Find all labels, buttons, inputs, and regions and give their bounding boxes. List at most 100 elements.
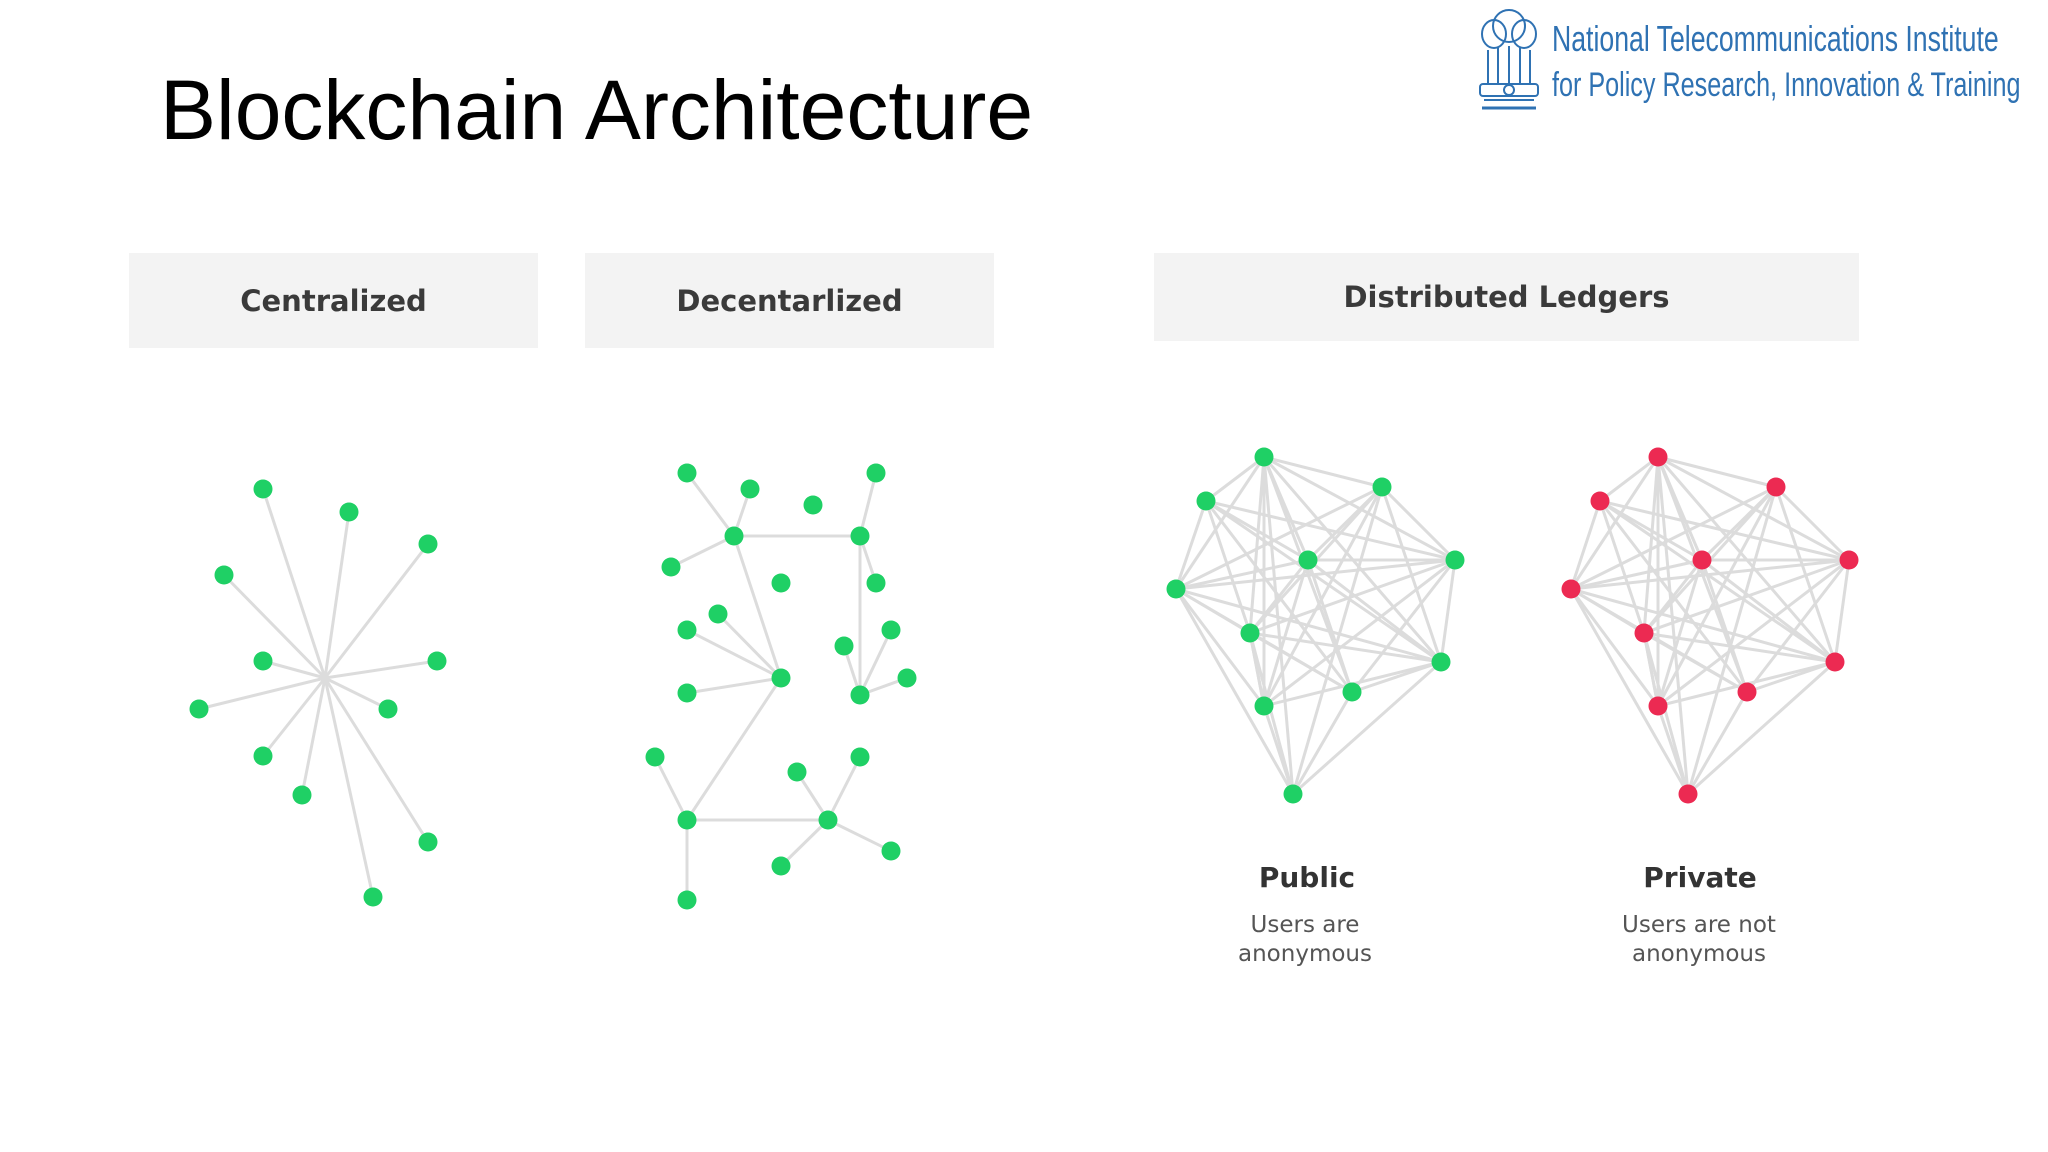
mesh-edge bbox=[1175, 558, 1309, 591]
private-subtitle-line2: anonymous bbox=[1632, 941, 1766, 967]
network-node bbox=[363, 887, 383, 907]
spoke-edge bbox=[323, 543, 430, 679]
network-node bbox=[214, 565, 234, 585]
mesh-edge bbox=[1249, 558, 1456, 635]
network-node bbox=[834, 636, 854, 656]
decentralized-label: Decentarlized bbox=[585, 253, 994, 348]
network-node bbox=[866, 463, 886, 483]
ledger-node bbox=[1254, 696, 1274, 716]
ledger-node bbox=[1240, 623, 1260, 643]
network-node bbox=[661, 557, 681, 577]
mesh-edge bbox=[1291, 486, 1384, 795]
mesh-edge bbox=[1599, 455, 1659, 503]
network-node bbox=[339, 502, 359, 522]
mesh-edge bbox=[1380, 485, 1457, 562]
spoke-edge bbox=[323, 511, 351, 679]
distributed-ledgers-label: Distributed Ledgers bbox=[1154, 253, 1859, 341]
network-edge bbox=[826, 756, 862, 821]
hub-node bbox=[818, 810, 838, 830]
mesh-edge bbox=[1570, 587, 1836, 664]
emblem-icon bbox=[1479, 9, 1539, 110]
mesh-edge bbox=[1263, 455, 1383, 489]
spoke-edge bbox=[222, 573, 327, 680]
mesh-edge bbox=[1656, 456, 1690, 795]
mesh-edge bbox=[1262, 456, 1295, 795]
mesh-edge bbox=[1174, 588, 1295, 795]
mesh-edge bbox=[1570, 558, 1703, 591]
mesh-edge bbox=[1569, 500, 1602, 590]
mesh-edge bbox=[1656, 486, 1778, 707]
network-node bbox=[677, 620, 697, 640]
mesh-edge bbox=[1249, 631, 1442, 664]
spoke-edge bbox=[324, 676, 389, 711]
mesh-edge bbox=[1248, 559, 1310, 634]
ledger-node bbox=[1166, 579, 1186, 599]
network-edge bbox=[795, 771, 830, 821]
network-node bbox=[253, 651, 273, 671]
mesh-edge bbox=[1174, 456, 1266, 590]
spoke-edge bbox=[300, 677, 327, 796]
ledger-node bbox=[1648, 696, 1668, 716]
mesh-edge bbox=[1599, 499, 1850, 562]
ledger-node bbox=[1196, 491, 1216, 511]
mesh-edge bbox=[1307, 558, 1442, 664]
mesh-edge bbox=[1175, 587, 1442, 664]
network-edge bbox=[653, 756, 689, 821]
mesh-edge bbox=[1686, 691, 1749, 795]
mesh-edge bbox=[1292, 660, 1442, 796]
spoke-edge bbox=[261, 488, 327, 679]
mesh-edge bbox=[1205, 499, 1442, 664]
hub-node bbox=[850, 526, 870, 546]
mesh-edge bbox=[1306, 559, 1354, 693]
ledger-node bbox=[1590, 491, 1610, 511]
network-node bbox=[418, 534, 438, 554]
mesh-edge bbox=[1291, 691, 1354, 795]
network-node bbox=[253, 479, 273, 499]
mesh-edge bbox=[1745, 559, 1851, 693]
mesh-edge bbox=[1569, 456, 1660, 590]
logo-name-line2: for Policy Research, Innovation & Traini… bbox=[1552, 66, 2021, 104]
hub-node bbox=[677, 810, 697, 830]
mesh-edge bbox=[1175, 485, 1383, 591]
network-node bbox=[803, 495, 823, 515]
network-edge bbox=[686, 628, 782, 680]
mesh-edge bbox=[1174, 588, 1266, 707]
mesh-edge bbox=[1774, 485, 1851, 562]
mesh-edge bbox=[1686, 660, 1837, 796]
mesh-edge bbox=[1700, 559, 1749, 693]
public-ledger-network bbox=[1166, 447, 1465, 804]
network-node bbox=[427, 651, 447, 671]
mesh-edge bbox=[1439, 559, 1457, 663]
ledger-node bbox=[1825, 652, 1845, 672]
network-edge bbox=[858, 629, 893, 696]
network-node bbox=[677, 890, 697, 910]
network-node bbox=[771, 856, 791, 876]
network-edge bbox=[732, 535, 783, 679]
mesh-edge bbox=[1205, 499, 1456, 562]
ledger-node bbox=[1737, 682, 1757, 702]
mesh-edge bbox=[1205, 455, 1265, 503]
network-node bbox=[897, 668, 917, 688]
network-edge bbox=[670, 534, 735, 569]
network-node bbox=[740, 479, 760, 499]
mesh-edge bbox=[1570, 558, 1850, 591]
ledger-node bbox=[1839, 550, 1859, 570]
private-subtitle-line1: Users are not bbox=[1622, 912, 1776, 938]
mesh-edge bbox=[1569, 588, 1690, 795]
mesh-edge bbox=[1642, 632, 1690, 795]
public-title: Public bbox=[1258, 861, 1356, 894]
mesh-edge bbox=[1570, 485, 1777, 591]
hub-node bbox=[850, 685, 870, 705]
network-node bbox=[292, 785, 312, 805]
ledger-node bbox=[1561, 579, 1581, 599]
mesh-edge bbox=[1833, 559, 1851, 663]
network-edge bbox=[858, 472, 878, 537]
ledger-node bbox=[1372, 477, 1392, 497]
slide-title: Blockchain Architecture bbox=[160, 63, 1034, 157]
centralized-network bbox=[189, 479, 447, 907]
network-node bbox=[378, 699, 398, 719]
mesh-edge bbox=[1263, 558, 1456, 708]
ledger-node bbox=[1766, 477, 1786, 497]
mesh-edge bbox=[1701, 558, 1836, 664]
